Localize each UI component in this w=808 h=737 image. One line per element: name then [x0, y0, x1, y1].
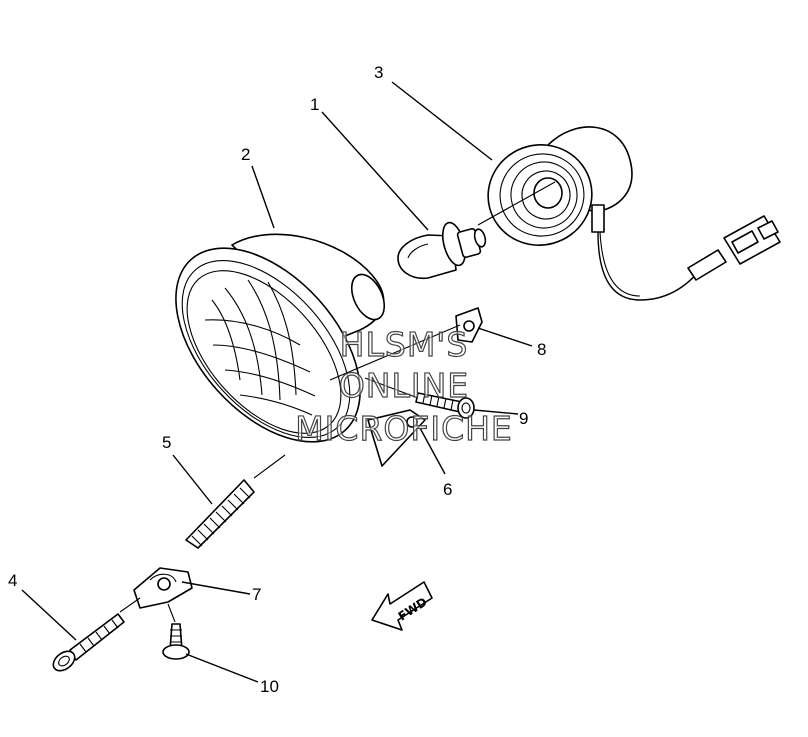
- callout-3: 3: [374, 63, 383, 82]
- callout-8: 8: [537, 340, 546, 359]
- callout-2: 2: [241, 145, 250, 164]
- holder-bracket: [133, 567, 193, 609]
- watermark-line-1: HLSM'S: [340, 325, 469, 364]
- forward-arrow: FWD: [371, 581, 433, 631]
- watermark-line-2: ONLINE: [339, 366, 469, 405]
- headlight-unit: [175, 233, 386, 443]
- spring: [185, 479, 255, 549]
- callout-10: 10: [260, 677, 279, 696]
- callout-7: 7: [252, 585, 261, 604]
- callout-1: 1: [310, 95, 319, 114]
- assembly-lines: [119, 181, 556, 623]
- bracket-plate: [367, 409, 426, 467]
- callout-9: 9: [519, 409, 528, 428]
- clip: [455, 307, 483, 343]
- long-bolt: [52, 613, 125, 672]
- callout-labels: 1 2 3 4 5 6 7 8 9 10: [8, 63, 546, 696]
- screw: [162, 623, 190, 660]
- bulb: [397, 221, 487, 280]
- bulb-socket: [487, 126, 781, 301]
- callout-5: 5: [162, 433, 171, 452]
- adjusting-screw: [415, 392, 475, 419]
- callout-4: 4: [8, 571, 17, 590]
- callout-6: 6: [443, 480, 452, 499]
- leader-lines: [21, 81, 533, 683]
- watermark: HLSM'S ONLINE MICROFICHE: [295, 324, 513, 448]
- watermark-line-3: MICROFICHE: [295, 409, 513, 448]
